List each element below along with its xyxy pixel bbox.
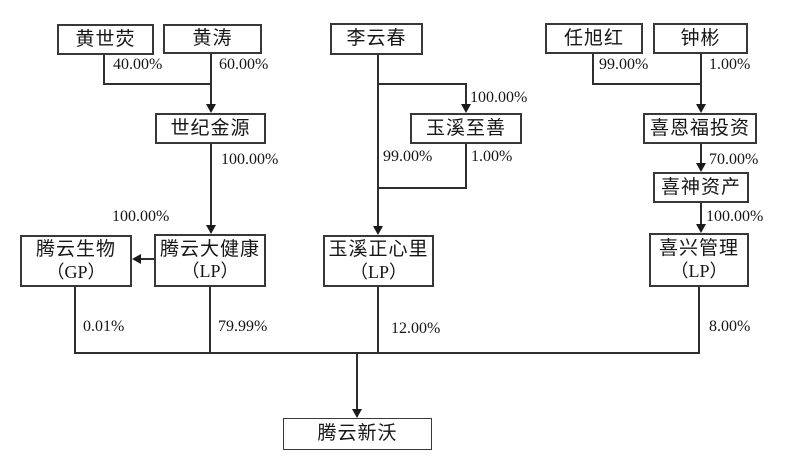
connector-yuxizhishan-elbow	[377, 187, 467, 189]
node-li-yunchun: 李云春	[330, 23, 423, 55]
node-label: 喜恩福投资	[649, 117, 750, 139]
pct-label-liyunchun-zhengxinli: 99.00%	[383, 148, 433, 165]
node-label: 黄世荧	[75, 28, 136, 50]
connector-huangtao-down	[210, 54, 212, 105]
pct-label-dajiankang-shengwu: 100.00%	[112, 208, 170, 225]
connector-tengyundajiankang-down	[209, 287, 211, 353]
connector-dajiankang-to-shengwu	[140, 258, 154, 260]
arrowhead-into-tengyunshengwu	[132, 254, 141, 264]
connector-xishenzichan-down	[700, 202, 702, 225]
pct-label-zhengxinli-xinwo: 12.00%	[391, 320, 441, 337]
node-sublabel: （LP）	[181, 261, 239, 282]
pct-label-renxuhong: 99.00%	[599, 56, 649, 73]
pct-label-xishenzichan: 100.00%	[706, 208, 764, 225]
node-tengyun-shengwu: 腾云生物 （GP）	[20, 235, 132, 287]
pct-label-shengwu-xinwo: 0.01%	[83, 318, 125, 335]
connector-xixingguanli-down	[698, 286, 700, 353]
connector-yuxizhengxinli-down	[377, 287, 379, 353]
arrowhead-into-xishenzichan	[696, 163, 706, 172]
pct-label-xienfutouzi: 70.00%	[709, 151, 759, 168]
node-shiji-jinyuan: 世纪金源	[155, 113, 266, 144]
arrowhead-into-yuxizhishan	[461, 104, 471, 113]
node-huang-tao: 黄涛	[163, 24, 262, 54]
arrowhead-into-tengyundajiankang	[206, 225, 216, 234]
connector-xienfutouzi-down	[700, 143, 702, 164]
connector-shijijinyuan-down	[210, 143, 212, 226]
pct-label-xixingguanli-xinwo: 8.00%	[709, 318, 751, 335]
connector-liyunchun-branch	[377, 83, 467, 85]
node-tengyun-dajiankang: 腾云大健康 （LP）	[154, 234, 266, 287]
node-label: 世纪金源	[170, 117, 251, 139]
connector-yuxizhishan-out	[465, 143, 467, 189]
arrowhead-into-xienfutouzi	[696, 104, 706, 113]
node-label: 任旭红	[563, 27, 624, 49]
node-yuxi-zhishan: 玉溪至善	[410, 113, 522, 144]
connector-bus-stem	[356, 353, 358, 409]
pct-label-dajiankang-xinwo: 79.99%	[218, 318, 268, 335]
pct-label-shijijinyuan: 100.00%	[221, 151, 279, 168]
arrowhead-into-yuxizhengxinli	[373, 226, 383, 235]
node-label: 腾云生物	[35, 239, 116, 261]
node-sublabel: （LP）	[670, 260, 728, 281]
connector-yuxizhishan-in	[465, 84, 467, 105]
arrowhead-into-xixingguanli	[696, 224, 706, 233]
node-label: 喜神资产	[660, 176, 741, 198]
node-xixing-guanli: 喜兴管理 （LP）	[649, 233, 749, 287]
connector-bottom-bus	[74, 352, 700, 354]
connector-renxuhong-down	[592, 53, 594, 84]
node-sublabel: （LP）	[349, 261, 407, 282]
connector-renxuhong-elbow	[592, 83, 702, 85]
node-label: 腾云新沃	[317, 423, 398, 445]
node-ren-xuhong: 任旭红	[545, 23, 643, 54]
node-label: 黄涛	[192, 28, 233, 50]
node-yuxi-zhengxinli: 玉溪正心里 （LP）	[323, 235, 434, 287]
node-xienfu-touzi: 喜恩福投资	[643, 113, 757, 144]
connector-liyunchun-down	[377, 55, 379, 227]
pct-label-zhongbin: 1.00%	[709, 56, 751, 73]
node-label: 喜兴管理	[658, 238, 739, 260]
connector-huangshiying-down	[103, 55, 105, 84]
node-sublabel: （GP）	[46, 261, 106, 282]
connector-tengyunshengwu-down	[74, 287, 76, 353]
pct-label-liyunchun-zhishan: 100.00%	[470, 89, 528, 106]
arrowhead-into-shijijinyuan	[206, 104, 216, 113]
connector-huangshiying-elbow	[103, 83, 212, 85]
node-label: 李云春	[346, 28, 407, 50]
node-xishen-zichan: 喜神资产	[653, 172, 749, 203]
node-label: 腾云大健康	[159, 238, 260, 260]
node-tengyun-xinwo: 腾云新沃	[283, 418, 432, 450]
arrowhead-into-tengyunxinwo	[352, 409, 362, 418]
node-label: 玉溪正心里	[328, 239, 429, 261]
pct-label-huangtao: 60.00%	[219, 56, 269, 73]
node-zhong-bin: 钟彬	[653, 23, 748, 54]
node-label: 玉溪至善	[425, 117, 506, 139]
connector-zhongbin-down	[700, 53, 702, 105]
node-label: 钟彬	[680, 27, 721, 49]
node-huang-shiying: 黄世荧	[57, 24, 154, 55]
pct-label-zhishan-zhengxinli: 1.00%	[471, 148, 513, 165]
pct-label-huangshiying: 40.00%	[113, 56, 163, 73]
